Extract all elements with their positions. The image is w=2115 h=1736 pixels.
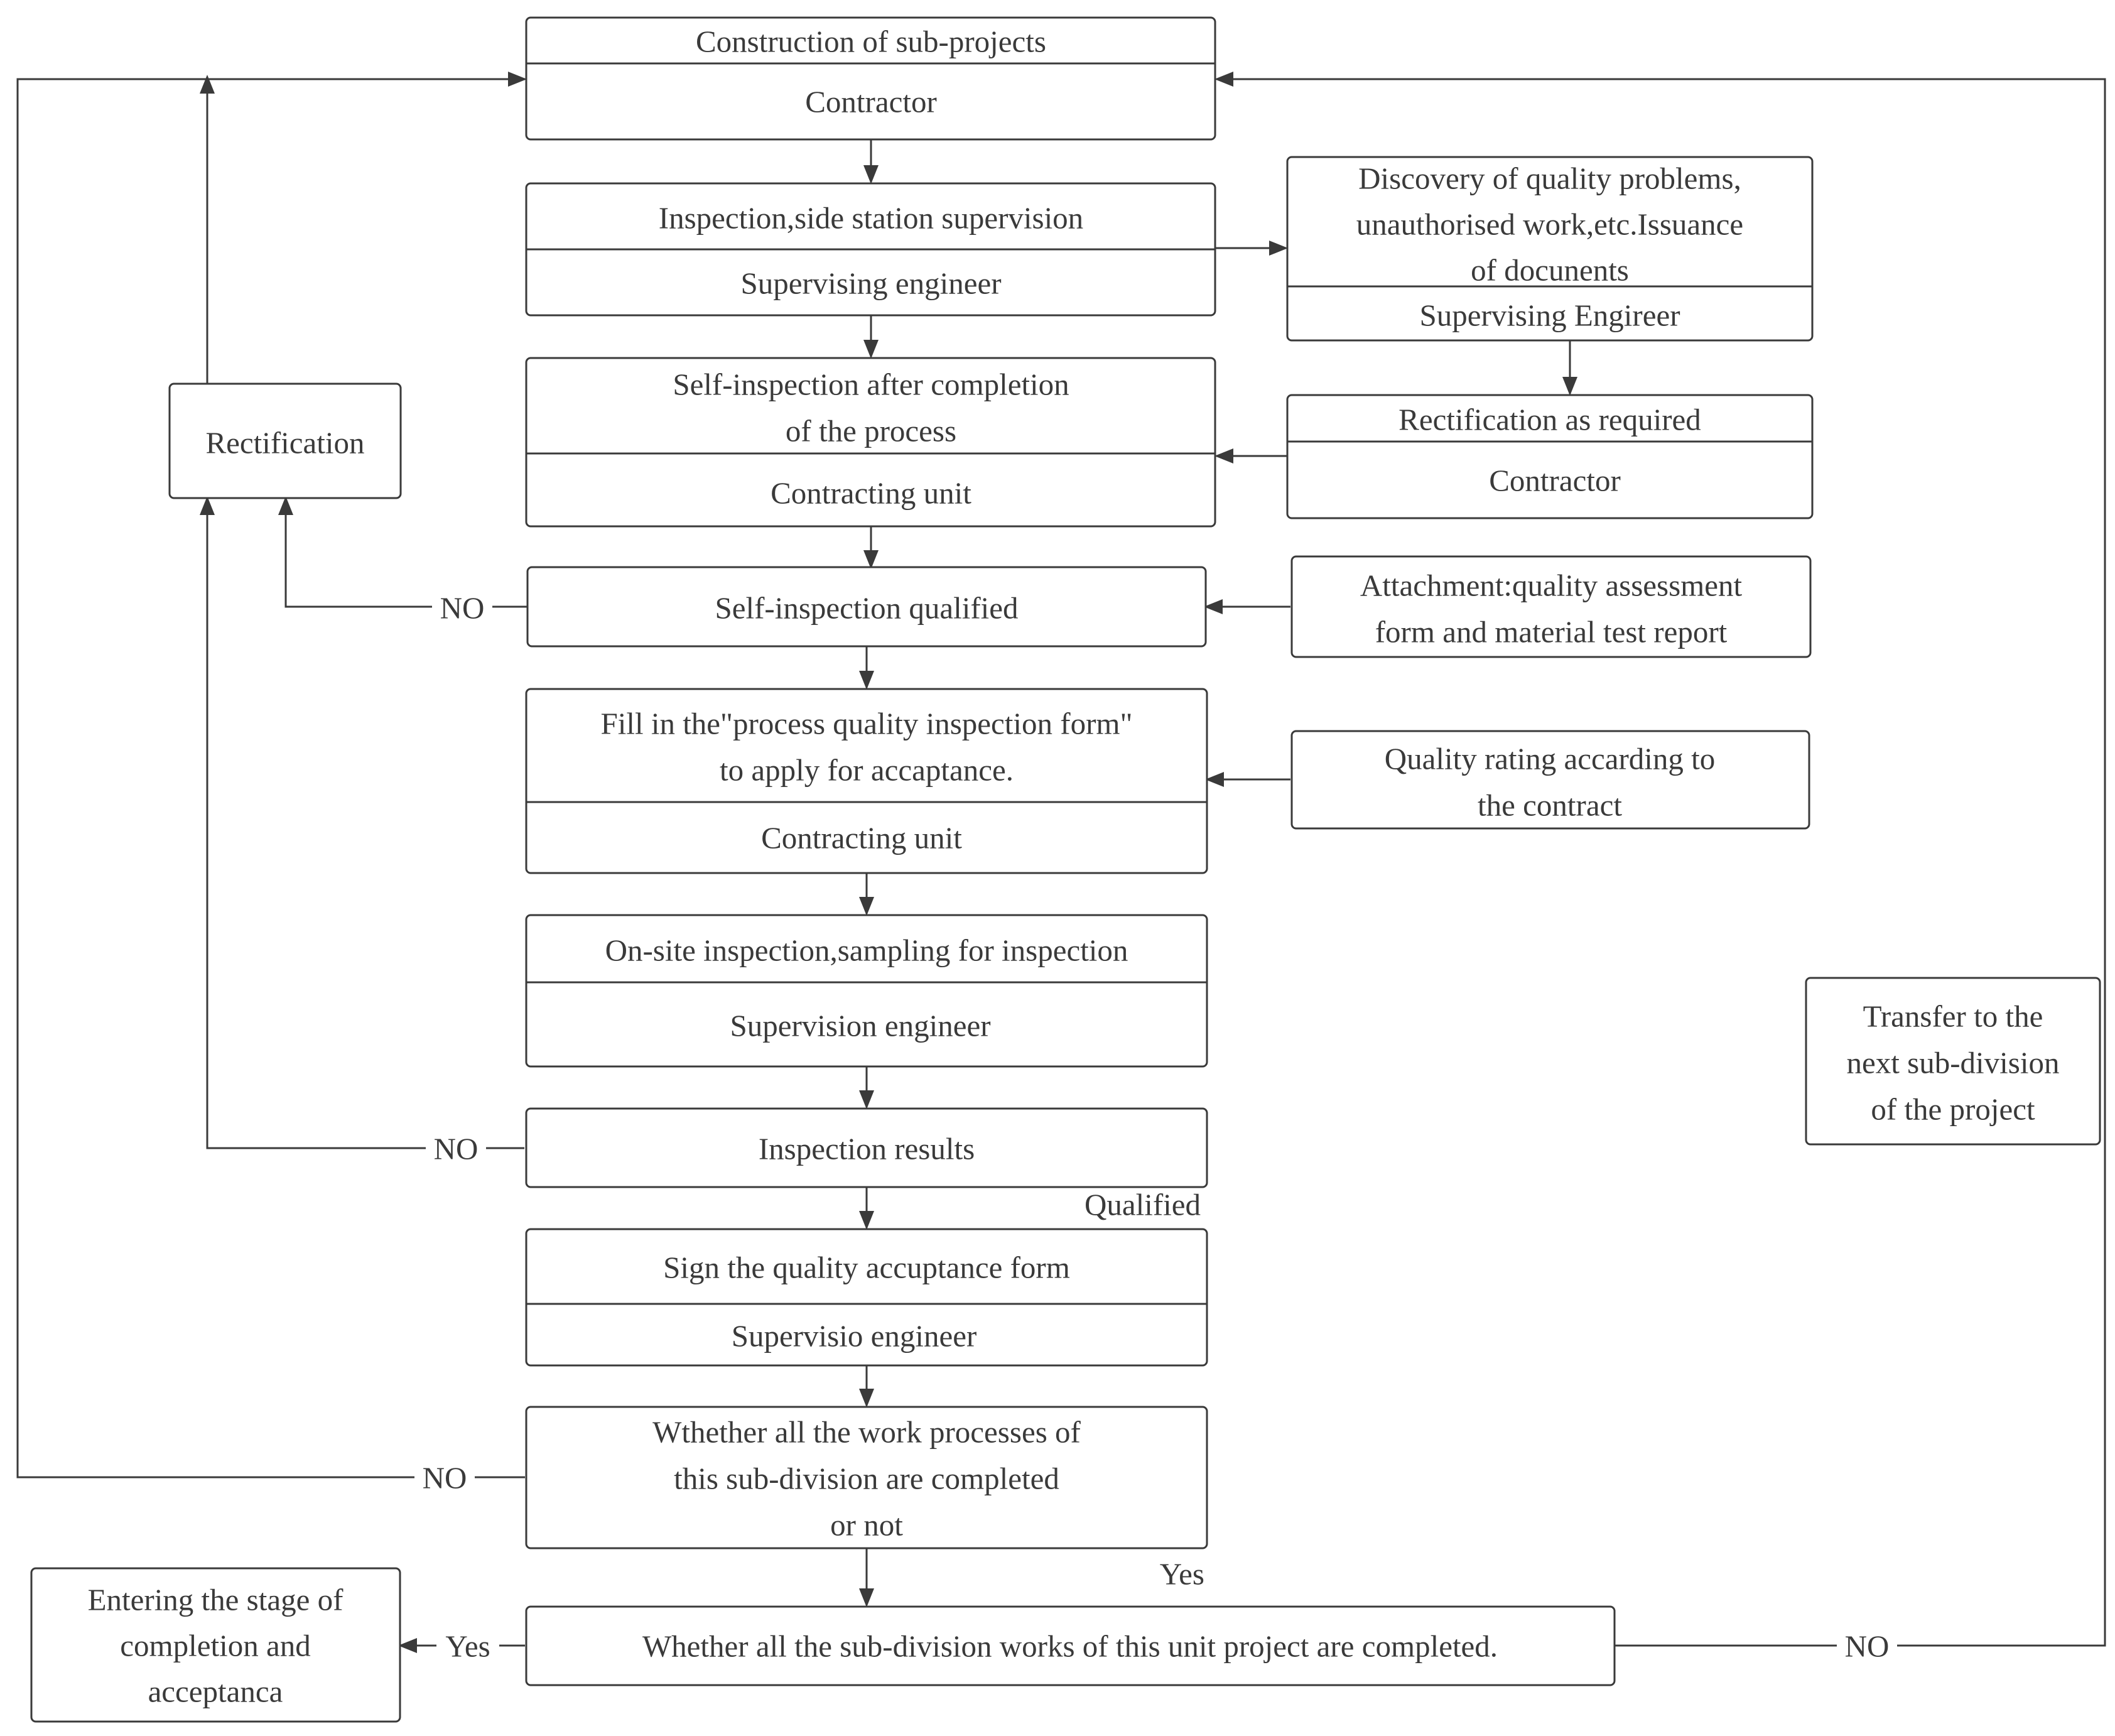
construction-role: Contractor	[805, 85, 937, 119]
arrow-no-processes-to-construction	[16, 72, 527, 1478]
fill-form-title-line-2: to apply for accaptance.	[720, 753, 1014, 788]
onsite-title: On-site inspection,sampling for inspecti…	[605, 933, 1128, 968]
whether-processes-title-line-2: this sub-division are completed	[674, 1462, 1059, 1496]
transfer-title-line-2: next sub-division	[1847, 1046, 2060, 1080]
label-yes-subdivision: Yes	[445, 1629, 490, 1664]
self-qualified-title: Self-inspection qualified	[715, 591, 1018, 626]
label-no-processes: NO	[423, 1461, 467, 1495]
onsite-role: Supervision engineer	[730, 1009, 990, 1043]
entering-title-line-2: completion and	[120, 1629, 310, 1663]
discovery-title-line-3: of docunents	[1471, 253, 1629, 288]
sign-title: Sign the quality accuptance form	[663, 1250, 1070, 1285]
fill-form-role: Contracting unit	[761, 821, 962, 855]
self-inspection-title-line-1: Self-inspection after completion	[673, 367, 1069, 402]
inspection-role: Supervising engineer	[740, 266, 1001, 301]
box-whether-processes: Wthether all the work processes of this …	[525, 1406, 1208, 1549]
inspection-title: Inspection,side station supervision	[659, 201, 1083, 236]
box-construction: Construction of sub-projects Contractor	[525, 16, 1216, 141]
box-discovery: Discovery of quality problems, unauthori…	[1286, 156, 1814, 342]
fill-form-title-line-1: Fill in the"process quality inspection f…	[600, 707, 1132, 741]
box-onsite: On-site inspection,sampling for inspecti…	[525, 914, 1208, 1068]
quality-rating-title-line-1: Quality rating accarding to	[1385, 742, 1716, 776]
label-no-subdivision: NO	[1845, 1629, 1890, 1664]
whether-processes-title-line-3: or not	[830, 1508, 903, 1543]
box-inspection: Inspection,side station supervision Supe…	[525, 182, 1216, 317]
rectification-title: Rectification	[205, 426, 364, 460]
entering-title-line-1: Entering the stage of	[88, 1583, 344, 1617]
box-entering: Entering the stage of completion and acc…	[30, 1567, 401, 1723]
rectification-required-role: Contractor	[1489, 464, 1621, 498]
box-rectification: Rectification	[168, 382, 402, 499]
box-self-inspection: Self-inspection after completion of the …	[525, 357, 1216, 528]
label-no-results: NO	[434, 1132, 479, 1166]
label-yes-processes: Yes	[1160, 1557, 1204, 1592]
arrow-no-results-to-rectification	[200, 496, 524, 1149]
box-transfer: Transfer to the next sub-division of the…	[1805, 977, 2101, 1146]
transfer-title-line-1: Transfer to the	[1863, 999, 2043, 1034]
self-inspection-title-line-2: of the process	[786, 414, 956, 448]
whether-processes-title-line-1: Wthether all the work processes of	[652, 1415, 1081, 1450]
edge-labels: NO NO NO NO Qualified Yes Yes	[414, 589, 1897, 1664]
construction-title: Construction of sub-projects	[696, 24, 1046, 59]
label-no-self: NO	[440, 591, 485, 626]
whether-subdivision-title: Whether all the sub-division works of th…	[642, 1629, 1498, 1664]
discovery-role: Supervising Engireer	[1419, 298, 1680, 333]
results-title: Inspection results	[759, 1132, 975, 1166]
quality-rating-title-line-2: the contract	[1478, 788, 1622, 823]
rectification-required-title: Rectification as required	[1398, 403, 1701, 437]
attachment-title-line-2: form and material test report	[1375, 615, 1728, 649]
box-attachment: Attachment:quality assessment form and m…	[1290, 555, 1812, 658]
box-rectification-required: Rectification as required Contractor	[1286, 394, 1814, 519]
label-qualified: Qualified	[1085, 1188, 1201, 1222]
sign-role: Supervisio engineer	[732, 1319, 977, 1354]
box-self-qualified: Self-inspection qualified	[526, 566, 1207, 648]
box-quality-rating: Quality rating accarding to the contract	[1290, 730, 1810, 830]
attachment-title-line-1: Attachment:quality assessment	[1360, 568, 1743, 603]
entering-title-line-3: acceptanca	[148, 1674, 283, 1709]
box-results: Inspection results	[525, 1107, 1208, 1188]
self-inspection-role: Contracting unit	[771, 476, 971, 511]
transfer-title-line-3: of the project	[1871, 1092, 2035, 1127]
box-sign: Sign the quality accuptance form Supervi…	[525, 1228, 1208, 1367]
discovery-title-line-2: unauthorised work,etc.Issuance	[1356, 207, 1743, 242]
box-fill-form: Fill in the"process quality inspection f…	[525, 688, 1208, 874]
discovery-title-line-1: Discovery of quality problems,	[1358, 161, 1741, 196]
box-whether-subdivision: Whether all the sub-division works of th…	[525, 1605, 1616, 1686]
